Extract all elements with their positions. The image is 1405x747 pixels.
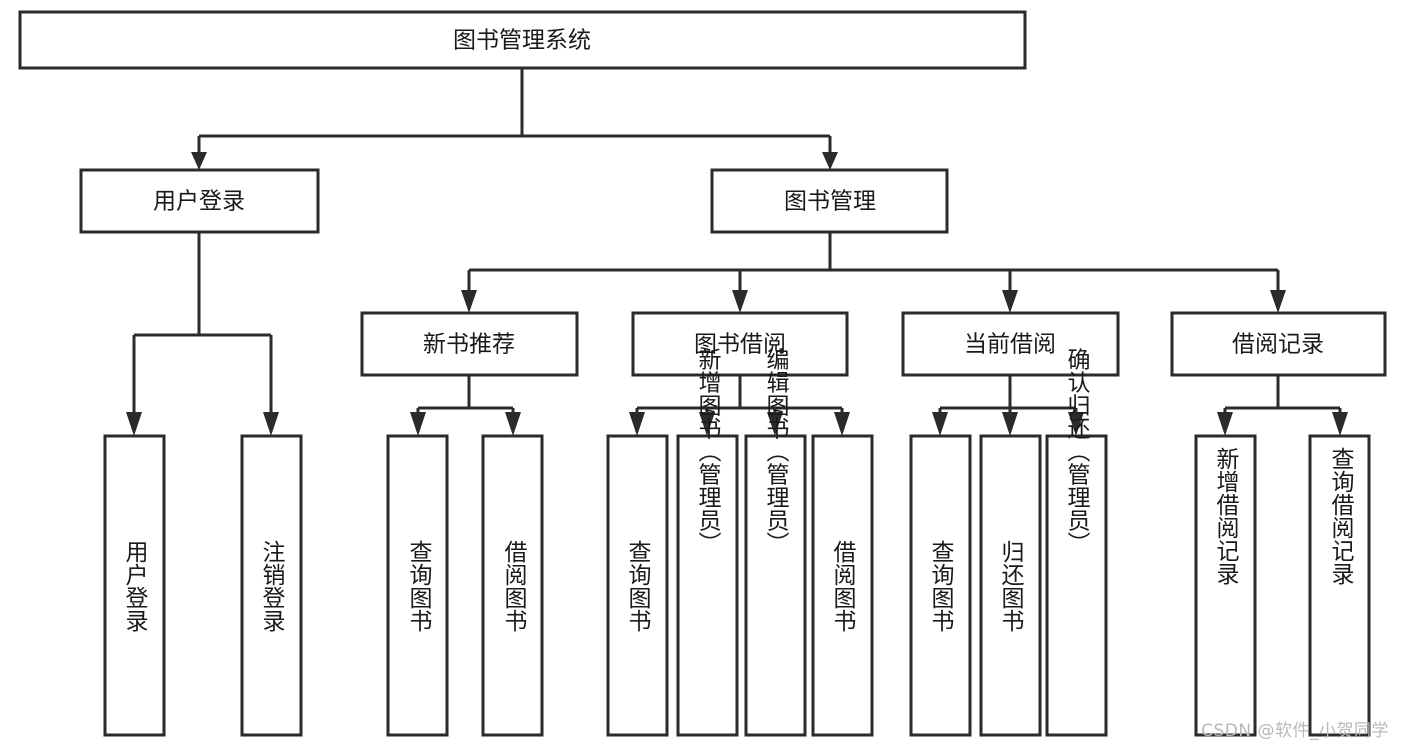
node-borrow-record[interactable]: 借阅记录 [1170,311,1387,377]
node-borrow-record-label: 借阅记录 [1232,332,1324,358]
arrow-bm-drop-current-borrow [1002,290,1018,313]
node-leaf-add-book-label: 新增图书（管理员） [694,348,722,555]
node-leaf-user-logout[interactable]: 注销登录 [240,434,303,737]
arrow-user-login-drop-2 [263,412,279,436]
node-current-borrow[interactable]: 当前借阅 [901,311,1120,377]
node-root-label: 图书管理系统 [453,28,591,54]
node-new-book-recommend[interactable]: 新书推荐 [360,311,579,377]
node-leaf-edit-book[interactable]: 编辑图书（管理员） [744,348,807,737]
node-user-login[interactable]: 用户登录 [79,168,320,234]
node-leaf-edit-book-label: 编辑图书（管理员） [762,348,790,555]
node-book-management-label: 图书管理 [784,189,876,215]
node-leaf-add-book-box[interactable] [676,434,739,737]
node-leaf-user-logout-box[interactable] [240,434,303,737]
node-leaf-add-record-label: 新增借阅记录 [1212,447,1240,585]
node-leaf-add-book[interactable]: 新增图书（管理员） [676,348,739,737]
node-leaf-user-login[interactable]: 用户登录 [103,434,166,737]
node-book-management-box[interactable] [710,168,949,234]
node-leaf-query-record[interactable]: 查询借阅记录 [1308,434,1371,737]
node-leaf-return-book-label: 归还图书 [997,540,1025,632]
node-leaf-user-logout-label: 注销登录 [258,540,286,632]
arrow-root-to-user-login [191,152,207,170]
arrow-br-drop-2 [1332,412,1348,436]
node-leaf-borrow-book-2-box[interactable] [811,434,874,737]
node-book-management[interactable]: 图书管理 [710,168,949,234]
node-root[interactable]: 图书管理系统 [18,10,1027,70]
arrow-cb-drop-3 [1068,412,1084,436]
node-book-borrow-label: 图书借阅 [694,332,786,358]
arrow-br-drop-1 [1217,412,1233,436]
node-leaf-borrow-book-1-label: 借阅图书 [500,540,528,632]
node-leaf-query-book-1-label: 查询图书 [405,540,433,632]
arrow-bb-drop-1 [629,412,645,436]
node-leaf-user-login-label: 用户登录 [121,540,149,632]
node-leaf-borrow-book-1[interactable]: 借阅图书 [481,434,544,737]
node-leaf-query-book-2[interactable]: 查询图书 [606,434,669,737]
csdn-watermark: CSDN @软件_小贺同学 [1201,721,1389,741]
node-book-borrow-box[interactable] [631,311,849,377]
arrow-bb-drop-3 [767,412,783,436]
node-current-borrow-label: 当前借阅 [964,332,1056,358]
node-user-login-box[interactable] [79,168,320,234]
node-leaf-confirm-return[interactable]: 确认归还（管理员） [1045,348,1108,737]
node-leaf-confirm-return-label: 确认归还（管理员） [1063,348,1091,555]
connector-layer [126,68,1348,436]
node-root-box[interactable] [18,10,1027,70]
arrow-bm-drop-borrow-record [1270,290,1286,313]
node-book-borrow[interactable]: 图书借阅 [631,311,849,377]
node-leaf-borrow-book-2[interactable]: 借阅图书 [811,434,874,737]
arrow-nbr-drop-2 [505,412,521,436]
node-leaf-borrow-book-2-label: 借阅图书 [829,540,857,632]
node-leaf-query-book-1[interactable]: 查询图书 [386,434,449,737]
node-leaf-edit-book-box[interactable] [744,434,807,737]
node-leaf-add-record[interactable]: 新增借阅记录 [1194,434,1257,737]
node-leaf-query-book-2-label: 查询图书 [624,540,652,632]
node-leaf-query-book-3-label: 查询图书 [927,540,955,632]
node-leaf-query-record-box[interactable] [1308,434,1371,737]
node-leaf-return-book[interactable]: 归还图书 [979,434,1042,737]
node-leaf-return-book-box[interactable] [979,434,1042,737]
node-leaf-confirm-return-box[interactable] [1045,434,1108,737]
arrow-nbr-drop-1 [410,412,426,436]
node-borrow-record-box[interactable] [1170,311,1387,377]
node-leaf-query-record-label: 查询借阅记录 [1327,447,1355,585]
arrow-root-to-book-management [822,152,838,170]
arrow-bm-drop-new-book [461,290,477,313]
node-leaf-query-book-3-box[interactable] [909,434,972,737]
node-new-book-recommend-box[interactable] [360,311,579,377]
arrow-cb-drop-2 [1002,412,1018,436]
node-leaf-borrow-book-1-box[interactable] [481,434,544,737]
node-new-book-recommend-label: 新书推荐 [423,332,515,358]
node-leaf-query-book-2-box[interactable] [606,434,669,737]
node-current-borrow-box[interactable] [901,311,1120,377]
arrow-bb-drop-4 [834,412,850,436]
arrow-bb-drop-2 [699,412,715,436]
node-leaf-query-book-3[interactable]: 查询图书 [909,434,972,737]
node-leaf-query-book-1-box[interactable] [386,434,449,737]
arrow-user-login-drop-1 [126,412,142,436]
node-user-login-label: 用户登录 [153,189,245,215]
arrow-cb-drop-1 [932,412,948,436]
node-leaf-add-record-box[interactable] [1194,434,1257,737]
arrow-bm-drop-book-borrow [732,290,748,313]
node-leaf-user-login-box[interactable] [103,434,166,737]
